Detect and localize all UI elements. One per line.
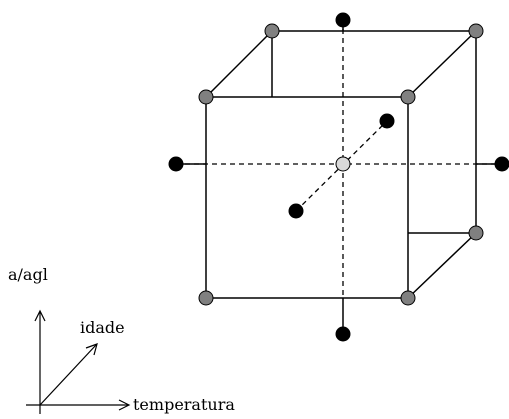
cube-vertices	[198, 23, 484, 306]
cube-edges	[205, 30, 477, 299]
vertex-front-bottom-right	[400, 290, 416, 306]
axis-diagonal-arrowhead	[85, 343, 98, 356]
axial-stubs	[176, 20, 500, 334]
vertex-back-top-right	[468, 23, 484, 39]
axial-point-bottom	[335, 326, 351, 342]
cube-edge-top-right-depth	[407, 30, 477, 98]
cube-front-face	[205, 96, 409, 299]
diagonal-axis-label: idade	[80, 318, 125, 337]
cube-edge-bottom-right-depth	[407, 232, 477, 299]
vertical-axis-label: a/agl	[8, 265, 48, 284]
axis-vertical-arrowhead	[34, 309, 46, 322]
vertex-front-top-left	[198, 89, 214, 105]
cube-edge-top-left-depth	[205, 30, 273, 98]
axis-diagonal-line	[39, 344, 97, 406]
horizontal-axis-label: temperatura	[133, 395, 235, 414]
axial-point-top	[335, 12, 351, 28]
axial-point-left	[168, 156, 184, 172]
vertex-front-bottom-left	[198, 290, 214, 306]
axial-points	[168, 12, 509, 342]
vertex-back-top-left	[264, 23, 280, 39]
vertex-back-bottom-right	[468, 225, 484, 241]
axial-point-right	[494, 156, 509, 172]
axial-point-back	[379, 113, 395, 129]
axes-indicator	[26, 309, 131, 414]
vertex-front-top-right	[400, 89, 416, 105]
center-point	[335, 156, 351, 172]
axis-horizontal-arrowhead	[118, 399, 131, 411]
axial-point-front	[288, 203, 304, 219]
